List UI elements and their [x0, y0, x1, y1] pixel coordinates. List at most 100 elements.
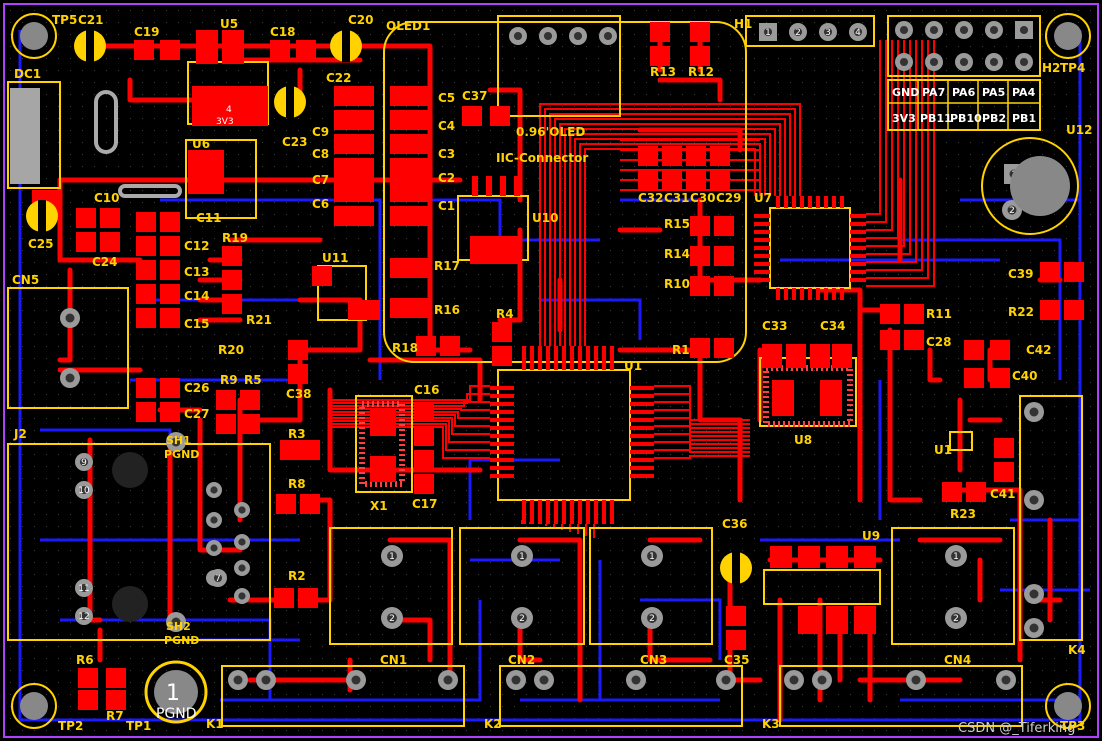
smd-pad [354, 134, 374, 154]
u1-pin-right [630, 450, 654, 454]
smd-pad [76, 208, 96, 228]
th-drill [951, 551, 961, 561]
label-sh1: SH1 [166, 434, 191, 447]
label-c13: C13 [184, 265, 210, 279]
smd-pad [334, 110, 354, 130]
smd-pad [1064, 262, 1084, 282]
smd-pad [714, 216, 734, 236]
label-c1: C1 [438, 199, 455, 213]
smd-pad [334, 86, 354, 106]
label-tp2: TP2 [58, 719, 83, 733]
th-pad-label: 12 [78, 612, 89, 622]
u7-pin-bottom [800, 288, 804, 300]
h2-top-1: PA7 [922, 86, 945, 99]
smd-pad [136, 236, 156, 256]
label-r4: R4 [496, 307, 514, 321]
u7-pin-left [754, 222, 770, 226]
u1-pin-bottom [602, 500, 606, 524]
u7-pin-left [754, 246, 770, 250]
u7-pin-right [850, 254, 866, 258]
h2-top-4: PA4 [1012, 86, 1036, 99]
u7-pin-bottom [784, 288, 788, 300]
u10-pin [500, 176, 506, 196]
bus-line-top [544, 108, 796, 346]
label-tp4: TP4 [1060, 61, 1085, 75]
label-u5: U5 [220, 17, 238, 31]
th-pad-label: 2 [1009, 206, 1015, 216]
tp1-number: 1 [166, 681, 180, 706]
label-c22: C22 [326, 71, 352, 85]
label-pgnd2: PGND [164, 634, 199, 647]
u7-pin-bottom [808, 288, 812, 300]
smd-pad [240, 390, 260, 410]
bus-line-right [866, 40, 911, 255]
u1-pin-left [490, 466, 514, 470]
th-drill [631, 675, 641, 685]
bus-line-top [549, 113, 791, 346]
label-c42: C42 [1026, 343, 1052, 357]
bus-line-top [539, 103, 801, 346]
u1-pin-right [630, 474, 654, 478]
smd-pad [136, 402, 156, 422]
label-c37: C37 [462, 89, 488, 103]
label-u9: U9 [862, 529, 880, 543]
u7-pin-right [850, 270, 866, 274]
label-tp3: TP3 [1060, 719, 1085, 733]
smd-pad [690, 22, 710, 42]
smd-pad [136, 378, 156, 398]
smd-pad [414, 450, 434, 470]
smd-pad [354, 110, 374, 130]
u1-pin-right [630, 402, 654, 406]
th-drill [65, 313, 75, 323]
th-drill [1029, 623, 1039, 633]
h2-bot-4: PB1 [1012, 112, 1036, 125]
th-drill [233, 675, 243, 685]
u1-pin-left [490, 426, 514, 430]
u1-pin-bottom [554, 500, 558, 524]
label-r12: R12 [688, 65, 714, 79]
th-drill [511, 675, 521, 685]
th-drill [1019, 25, 1029, 35]
th-drill [543, 31, 553, 41]
label-c39: C39 [1008, 267, 1034, 281]
bus-line-right [866, 40, 881, 215]
u7-pin-right [850, 222, 866, 226]
label-u6: U6 [192, 137, 210, 151]
bus-line-left [330, 408, 490, 411]
th-drill [238, 592, 246, 600]
smd-pad [334, 134, 354, 154]
u7-pin-bottom [776, 288, 780, 300]
smd-pad [288, 364, 308, 384]
smd-pad [300, 440, 320, 460]
u7-pin-top [832, 196, 836, 208]
label-c14: C14 [184, 289, 210, 303]
label-j2: J2 [13, 427, 27, 441]
label-c3: C3 [438, 147, 455, 161]
smd-pad [462, 106, 482, 126]
th-pad-label: 4 [855, 28, 861, 38]
label-r23: R23 [950, 507, 976, 521]
smd-pad [492, 322, 512, 342]
smd-pad [410, 134, 430, 154]
label-c38: C38 [286, 387, 312, 401]
u7-pin-left [754, 270, 770, 274]
smd-pad [410, 258, 430, 278]
label-r22: R22 [1008, 305, 1034, 319]
th-drill [763, 27, 773, 37]
th-pad-label: 11 [78, 584, 89, 594]
u1-pin-bottom [546, 500, 550, 524]
label-c4: C4 [438, 119, 455, 133]
u7-pin-left [754, 230, 770, 234]
label-c40: C40 [1012, 369, 1038, 383]
bus-line-mid [654, 449, 750, 453]
th-drill [1019, 57, 1029, 67]
u1-pin-top [578, 346, 582, 370]
smd-pad [416, 336, 436, 356]
u7-pin-right [850, 214, 866, 218]
smd-pad [390, 182, 410, 202]
u7-pin-top [840, 196, 844, 208]
label-c2: C2 [438, 171, 455, 185]
label-u1b: U1 [934, 443, 952, 457]
smd-pad [136, 260, 156, 280]
